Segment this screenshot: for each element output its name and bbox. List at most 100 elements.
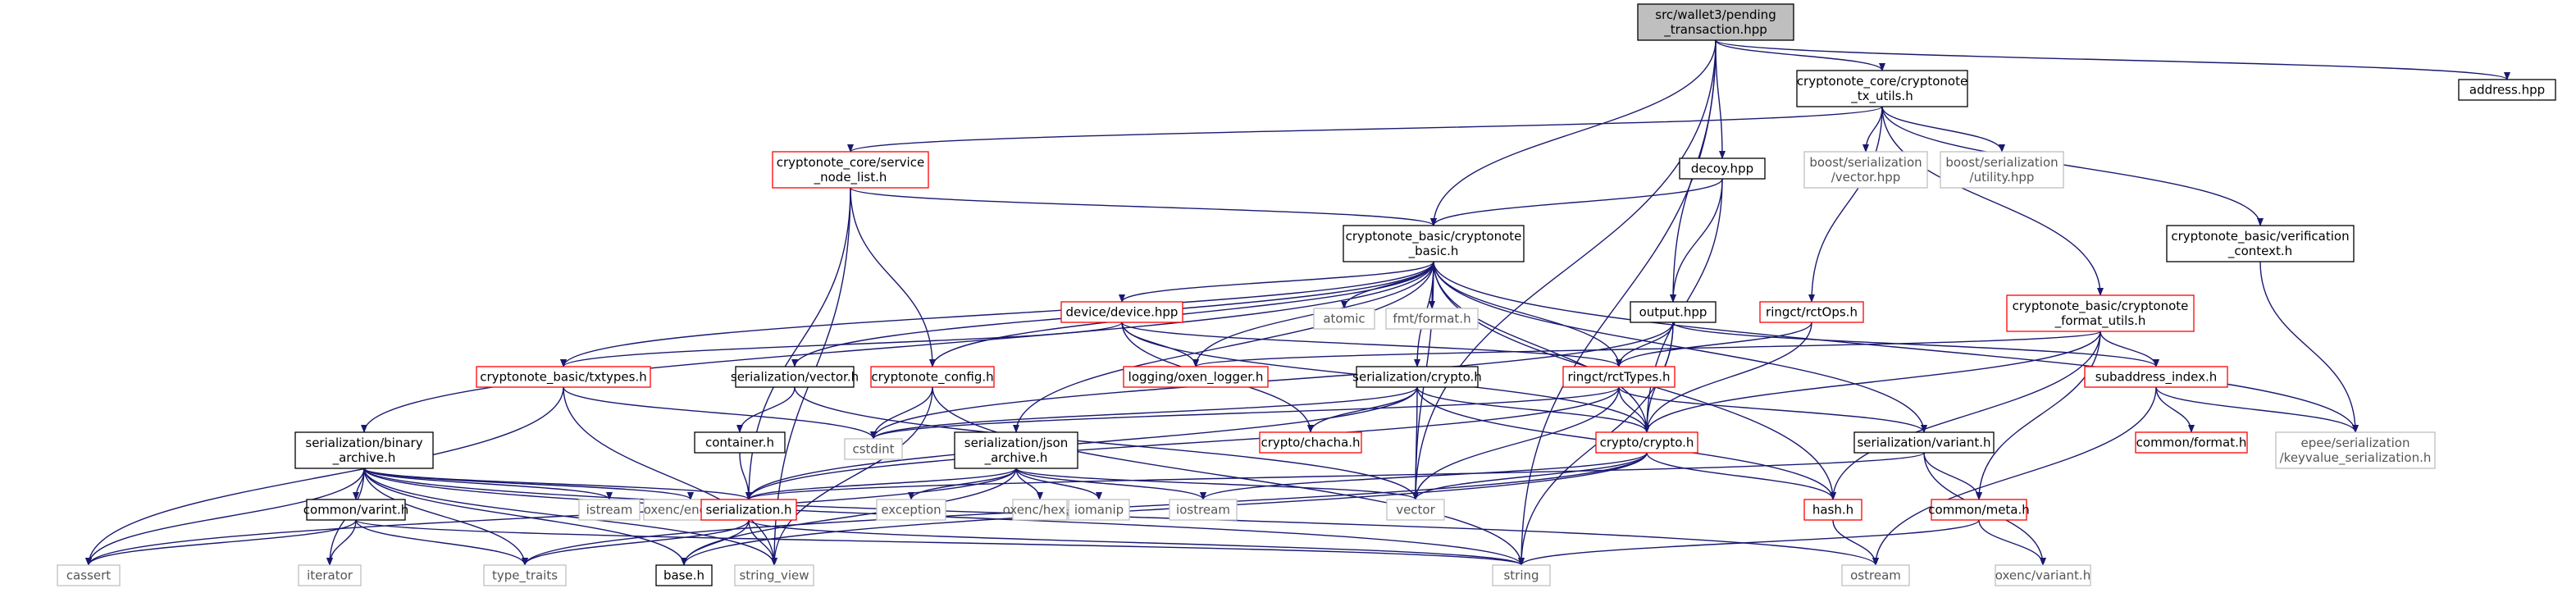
- edge-root-to-decoy: [1715, 39, 1726, 159]
- node-box: [2458, 79, 2556, 101]
- node-rctops[interactable]: ringct/rctOps.h: [1759, 301, 1864, 323]
- edge-serbinary-to-base: [363, 468, 687, 566]
- edge-config-to-string: [932, 386, 1525, 566]
- node-commonformat[interactable]: common/format.h: [2135, 431, 2248, 454]
- edge-container-to-serialization: [739, 452, 752, 500]
- node-epee[interactable]: epee/serialization/keyvalue_serializatio…: [2275, 431, 2436, 469]
- node-device[interactable]: device/device.hpp: [1060, 301, 1183, 323]
- node-string[interactable]: string: [1492, 564, 1551, 586]
- node-box: [2135, 431, 2248, 454]
- node-container[interactable]: container.h: [694, 431, 786, 454]
- node-servariant[interactable]: serialization/variant.h: [1853, 431, 1995, 454]
- edge-device-to-txtypes: [560, 322, 1123, 367]
- node-decoy[interactable]: decoy.hpp: [1679, 157, 1766, 180]
- node-typetraits[interactable]: type_traits: [483, 564, 567, 586]
- node-vector[interactable]: vector: [1386, 499, 1445, 521]
- node-oxvariant[interactable]: oxenc/variant.h: [1995, 564, 2091, 586]
- edge-formatutils-to-meta: [1976, 331, 2101, 500]
- edge-serjson-to-cassert: [85, 468, 1017, 566]
- edge-config-to-cstdint: [870, 386, 933, 440]
- node-iostream[interactable]: iostream: [1169, 499, 1238, 521]
- node-formatutils[interactable]: cryptonote_basic/cryptonote_format_utils…: [2006, 294, 2195, 332]
- node-crypto[interactable]: crypto/crypto.h: [1595, 431, 1698, 454]
- edge-device-to-oxenlog: [1121, 322, 1199, 367]
- node-commonvarint[interactable]: common/varint.h: [303, 499, 408, 521]
- edge-serialization-to-stringview: [748, 519, 777, 566]
- node-iomanip[interactable]: iomanip: [1068, 499, 1130, 521]
- edge-decoy-to-output: [1670, 178, 1723, 303]
- node-label: string_view: [739, 568, 809, 584]
- node-serialization[interactable]: serialization.h: [700, 499, 797, 521]
- node-iterator[interactable]: iterator: [298, 564, 362, 586]
- node-label: logging/oxen_logger.h: [1128, 370, 1264, 385]
- node-cstdint[interactable]: cstdint: [844, 438, 903, 460]
- node-hex[interactable]: oxenc/hex.h: [1003, 499, 1078, 521]
- node-chacha[interactable]: crypto/chacha.h: [1259, 431, 1362, 454]
- node-exception[interactable]: exception: [876, 499, 946, 521]
- node-cassert[interactable]: cassert: [57, 564, 121, 586]
- node-box: [306, 499, 406, 521]
- node-servec[interactable]: serialization/vector.h: [731, 366, 859, 388]
- node-ostream[interactable]: ostream: [1841, 564, 1910, 586]
- edge-hash-to-ostream: [1832, 519, 1879, 566]
- node-verif[interactable]: cryptonote_basic/verification_context.h: [2166, 225, 2355, 262]
- node-fmtformat[interactable]: fmt/format.h: [1385, 308, 1479, 330]
- node-box: [1853, 431, 1995, 454]
- edge-txutils-to-rctops: [1808, 106, 1883, 303]
- node-istream[interactable]: istream: [578, 499, 641, 521]
- edge-txutils-to-butility: [1881, 106, 2005, 153]
- node-box: [2084, 366, 2228, 388]
- node-root[interactable]: src/wallet3/pending_transaction.hpp: [1637, 3, 1794, 41]
- edge-basic-to-epee: [1433, 261, 2359, 433]
- node-config[interactable]: cryptonote_config.h: [870, 366, 995, 388]
- edge-commonvarint-to-string: [355, 519, 1525, 566]
- node-label: iomanip: [1074, 503, 1124, 518]
- node-label: /utility.hpp: [1970, 170, 2035, 185]
- node-box: [298, 564, 362, 586]
- node-hash[interactable]: hash.h: [1803, 499, 1862, 521]
- node-layer: src/wallet3/pending_transaction.hppcrypt…: [57, 3, 2556, 586]
- node-address[interactable]: address.hpp: [2458, 79, 2556, 101]
- node-serjson[interactable]: serialization/json_archive.h: [954, 431, 1078, 469]
- edge-servec-to-container: [736, 386, 796, 433]
- edge-rcttypes-to-servariant: [1618, 386, 1927, 433]
- node-bvector[interactable]: boost/serialization/vector.hpp: [1803, 151, 1928, 189]
- node-label: common/format.h: [2136, 436, 2247, 450]
- edge-formatutils-to-oxenlog: [1192, 331, 2101, 367]
- node-label: container.h: [705, 436, 774, 450]
- edge-serjson-to-iomanip: [1015, 468, 1102, 500]
- node-meta[interactable]: common/meta.h: [1928, 499, 2030, 521]
- node-label: common/varint.h: [303, 503, 408, 518]
- node-label: serialization/vector.h: [731, 370, 859, 385]
- node-txutils[interactable]: cryptonote_core/cryptonote_tx_utils.h: [1796, 70, 1968, 107]
- node-rcttypes[interactable]: ringct/rctTypes.h: [1562, 366, 1676, 388]
- node-sercrypto[interactable]: serialization/crypto.h: [1352, 366, 1482, 388]
- edge-serjson-to-exception: [908, 468, 1017, 500]
- edge-root-to-vector: [1412, 39, 1717, 500]
- node-service[interactable]: cryptonote_core/service_node_list.h: [772, 151, 929, 189]
- node-label: ringct/rctOps.h: [1766, 305, 1858, 320]
- node-oxenlog[interactable]: logging/oxen_logger.h: [1123, 366, 1269, 388]
- node-txtypes[interactable]: cryptonote_basic/txtypes.h: [476, 366, 651, 388]
- node-butility[interactable]: boost/serialization/utility.hpp: [1940, 151, 2064, 189]
- node-label: serialization/variant.h: [1857, 436, 1990, 450]
- node-box: [1841, 564, 1910, 586]
- node-subaddr[interactable]: subaddress_index.h: [2084, 366, 2228, 388]
- node-atomic[interactable]: atomic: [1313, 308, 1375, 330]
- node-box: [1385, 308, 1479, 330]
- node-base[interactable]: base.h: [655, 564, 713, 586]
- node-label: serialization/binary: [305, 436, 422, 450]
- node-label: cryptonote_core/service: [777, 155, 924, 171]
- node-stringview[interactable]: string_view: [734, 564, 814, 586]
- node-output[interactable]: output.hpp: [1630, 301, 1717, 323]
- edge-servariant-to-serialization: [745, 452, 1925, 500]
- edge-root-to-txutils: [1715, 39, 1885, 71]
- edge-crypto-to-hash: [1646, 452, 1836, 500]
- node-label: string: [1503, 568, 1539, 583]
- node-label: serialization/json: [964, 436, 1068, 450]
- node-label: src/wallet3/pending: [1655, 7, 1776, 22]
- node-serbinary[interactable]: serialization/binary_archive.h: [294, 431, 434, 469]
- node-basic[interactable]: cryptonote_basic/cryptonote_basic.h: [1343, 225, 1525, 262]
- edge-txutils-to-service: [847, 106, 1883, 153]
